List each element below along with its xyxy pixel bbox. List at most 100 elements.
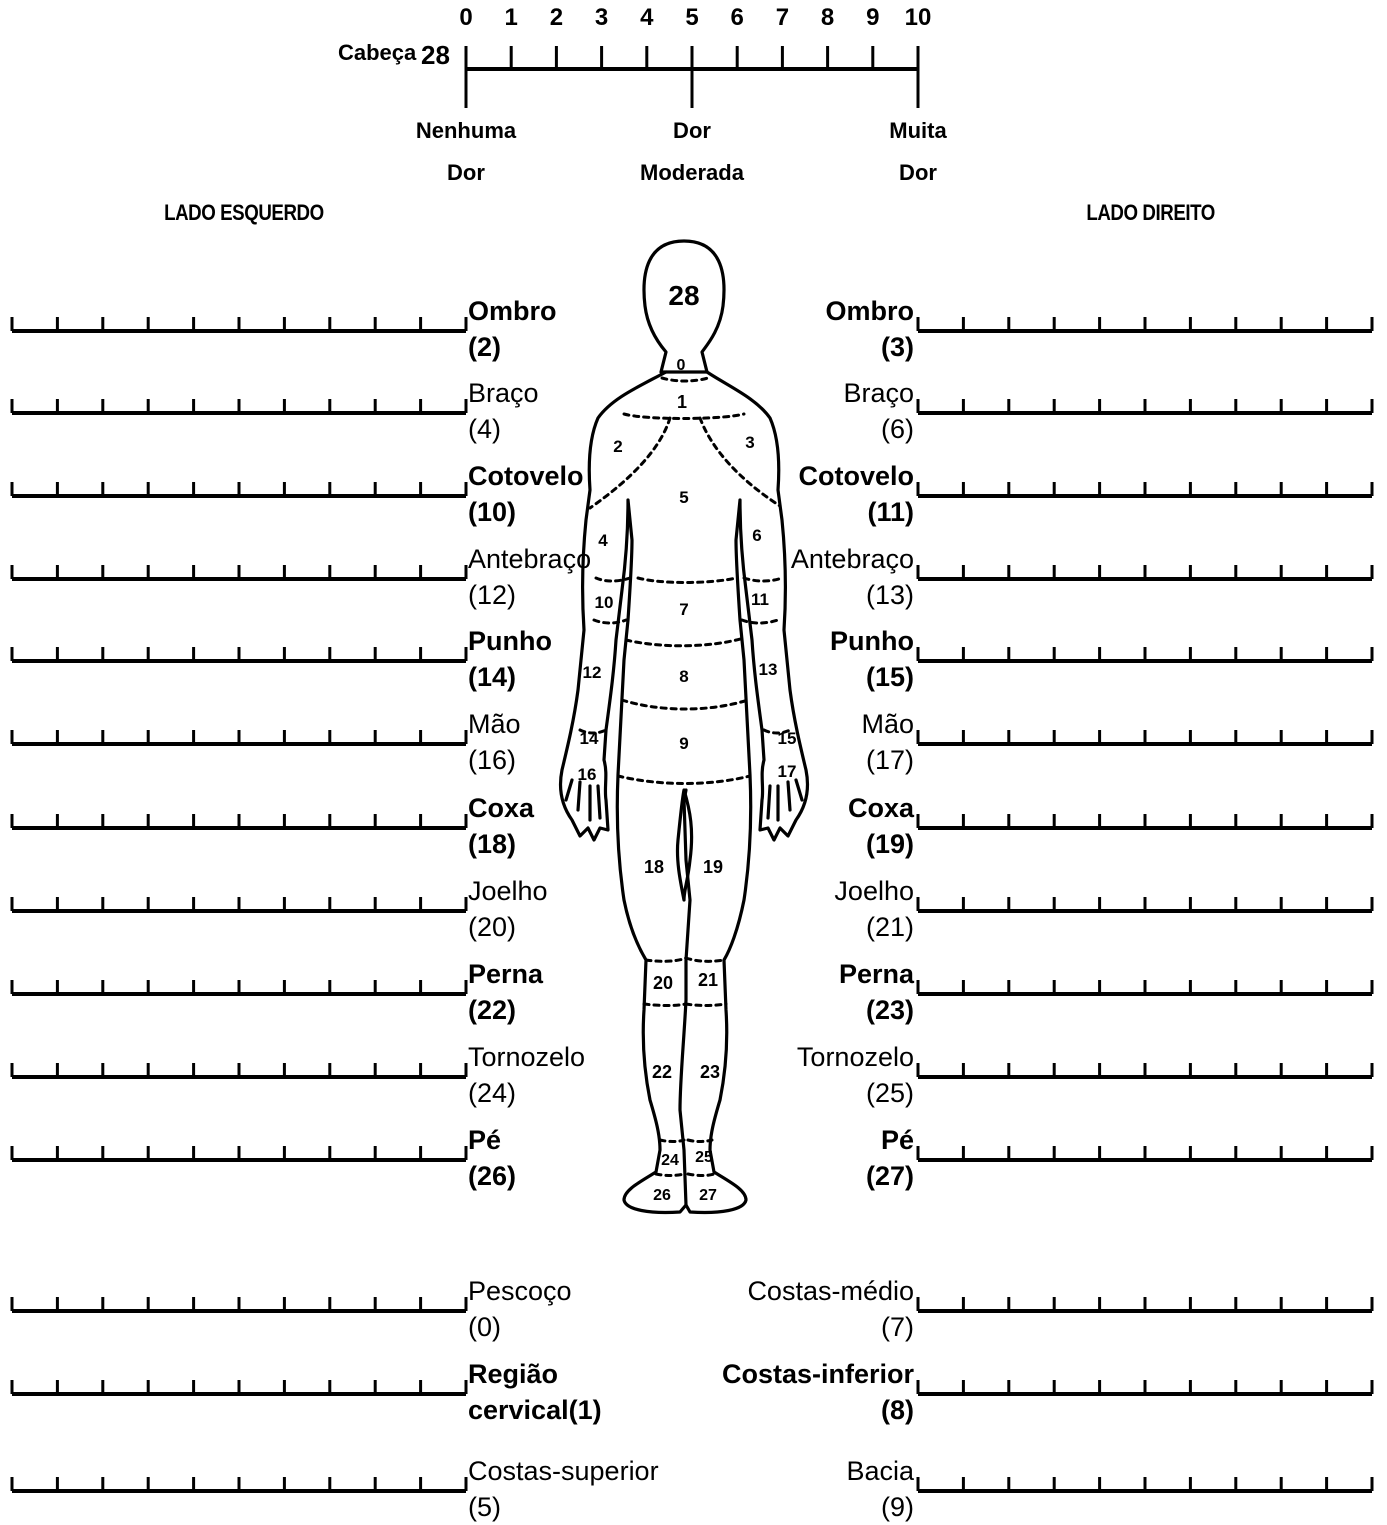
right-scale-14[interactable] bbox=[918, 1477, 1372, 1491]
left-label-1: Ombro(2) bbox=[468, 293, 557, 365]
left-label-5: Punho(14) bbox=[468, 623, 552, 695]
body-region-number: 25 bbox=[695, 1149, 713, 1166]
left-label-8: Joelho(20) bbox=[468, 873, 548, 945]
region-number: (9) bbox=[846, 1489, 914, 1525]
body-region-number: 2 bbox=[613, 437, 622, 456]
region-name: Punho bbox=[830, 623, 914, 659]
right-scale-9[interactable] bbox=[918, 980, 1372, 994]
region-number: (11) bbox=[798, 494, 914, 530]
region-number: (16) bbox=[468, 742, 521, 778]
region-number: (5) bbox=[468, 1489, 659, 1525]
region-number: (21) bbox=[834, 909, 914, 945]
right-label-7: Coxa(19) bbox=[848, 790, 914, 862]
body-region-number: 17 bbox=[778, 762, 797, 781]
region-number: (12) bbox=[468, 577, 591, 613]
right-label-2: Braço(6) bbox=[843, 375, 914, 447]
right-label-11: Pé(27) bbox=[866, 1122, 914, 1194]
left-scale-13[interactable] bbox=[12, 1380, 466, 1394]
region-name: Costas-inferior bbox=[722, 1356, 914, 1392]
region-name: Pé bbox=[468, 1122, 516, 1158]
body-region-number: 27 bbox=[699, 1187, 717, 1204]
body-region-number: 8 bbox=[679, 667, 688, 686]
region-name: Antebraço bbox=[791, 541, 914, 577]
left-label-3: Cotovelo(10) bbox=[468, 458, 584, 530]
left-scale-12[interactable] bbox=[12, 1297, 466, 1311]
right-label-3: Cotovelo(11) bbox=[798, 458, 914, 530]
right-label-10: Tornozelo(25) bbox=[797, 1039, 914, 1111]
region-name: Braço bbox=[468, 375, 539, 411]
region-name: Mão bbox=[468, 706, 521, 742]
region-name: Braço bbox=[843, 375, 914, 411]
region-name: Bacia bbox=[846, 1453, 914, 1489]
region-number: (25) bbox=[797, 1075, 914, 1111]
region-name: Pé bbox=[866, 1122, 914, 1158]
left-scales bbox=[12, 317, 466, 1491]
head-scale[interactable] bbox=[466, 46, 918, 108]
region-number: (15) bbox=[830, 659, 914, 695]
right-scale-13[interactable] bbox=[918, 1380, 1372, 1394]
region-name: Perna bbox=[839, 956, 914, 992]
body-region-number: 3 bbox=[745, 433, 754, 452]
left-scale-3[interactable] bbox=[12, 482, 466, 496]
region-number: (6) bbox=[843, 411, 914, 447]
body-region-number: 6 bbox=[752, 526, 761, 545]
region-name: Costas-superior bbox=[468, 1453, 659, 1489]
right-scale-7[interactable] bbox=[918, 814, 1372, 828]
right-label-5: Punho(15) bbox=[830, 623, 914, 695]
left-label-10: Tornozelo(24) bbox=[468, 1039, 585, 1111]
left-scale-5[interactable] bbox=[12, 647, 466, 661]
region-number: (3) bbox=[825, 329, 914, 365]
region-number: cervical(1) bbox=[468, 1392, 602, 1428]
body-region-number: 23 bbox=[700, 1062, 720, 1082]
region-number: (7) bbox=[747, 1309, 914, 1345]
region-name: Ombro bbox=[825, 293, 914, 329]
region-name: Punho bbox=[468, 623, 552, 659]
region-name: Joelho bbox=[468, 873, 548, 909]
left-scale-10[interactable] bbox=[12, 1063, 466, 1077]
region-name: Costas-médio bbox=[747, 1273, 914, 1309]
right-scale-1[interactable] bbox=[918, 317, 1372, 331]
left-scale-7[interactable] bbox=[12, 814, 466, 828]
right-scale-4[interactable] bbox=[918, 565, 1372, 579]
right-scale-5[interactable] bbox=[918, 647, 1372, 661]
body-region-number: 24 bbox=[661, 1152, 679, 1169]
left-scale-6[interactable] bbox=[12, 730, 466, 744]
left-scale-11[interactable] bbox=[12, 1146, 466, 1160]
region-number: (2) bbox=[468, 329, 557, 365]
region-name: Mão bbox=[861, 706, 914, 742]
left-scale-4[interactable] bbox=[12, 565, 466, 579]
region-name: Antebraço bbox=[468, 541, 591, 577]
right-scale-3[interactable] bbox=[918, 482, 1372, 496]
region-name: Tornozelo bbox=[797, 1039, 914, 1075]
region-number: (18) bbox=[468, 826, 534, 862]
left-scale-9[interactable] bbox=[12, 980, 466, 994]
left-scale-1[interactable] bbox=[12, 317, 466, 331]
right-label-12: Costas-médio(7) bbox=[747, 1273, 914, 1345]
left-label-11: Pé(26) bbox=[468, 1122, 516, 1194]
right-label-6: Mão(17) bbox=[861, 706, 914, 778]
region-number: (19) bbox=[848, 826, 914, 862]
left-scale-14[interactable] bbox=[12, 1477, 466, 1491]
right-label-8: Joelho(21) bbox=[834, 873, 914, 945]
body-region-number: 12 bbox=[583, 663, 602, 682]
right-label-4: Antebraço(13) bbox=[791, 541, 914, 613]
body-region-number: 14 bbox=[580, 729, 599, 748]
right-scale-8[interactable] bbox=[918, 897, 1372, 911]
right-scale-2[interactable] bbox=[918, 399, 1372, 413]
left-scale-8[interactable] bbox=[12, 897, 466, 911]
body-left-fingers bbox=[566, 780, 600, 820]
left-label-12: Pescoço(0) bbox=[468, 1273, 572, 1345]
left-scale-2[interactable] bbox=[12, 399, 466, 413]
right-scale-12[interactable] bbox=[918, 1297, 1372, 1311]
right-scale-11[interactable] bbox=[918, 1146, 1372, 1160]
right-scale-6[interactable] bbox=[918, 730, 1372, 744]
body-region-number: 21 bbox=[698, 970, 718, 990]
region-number: (10) bbox=[468, 494, 584, 530]
region-name: Pescoço bbox=[468, 1273, 572, 1309]
region-name: Perna bbox=[468, 956, 543, 992]
region-name: Coxa bbox=[848, 790, 914, 826]
right-scale-10[interactable] bbox=[918, 1063, 1372, 1077]
right-label-14: Bacia(9) bbox=[846, 1453, 914, 1525]
